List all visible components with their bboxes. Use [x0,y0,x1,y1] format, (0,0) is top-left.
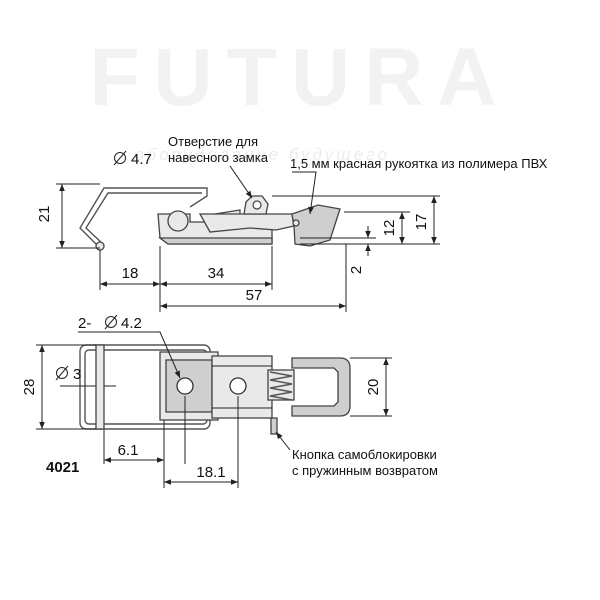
dim-holes-diameter-value: 4.2 [121,315,142,332]
dim-length-6-1: 6.1 [118,442,139,459]
dim-wire-diameter-3: 3 [55,365,116,387]
note-button-line1: Кнопка самоблокировки [292,447,437,462]
leader-handle [292,171,317,215]
dim-length-18-1: 18.1 [196,464,225,481]
side-handle [291,204,341,247]
dim-height-2: 2 [348,266,365,274]
side-dimensions: 21 18 34 57 2 12 17 4 [36,134,548,312]
leader-padlock [229,165,253,199]
note-handle: 1,5 мм красная рукоятка из полимера ПВХ [290,156,548,171]
side-pivot [167,210,189,232]
dim-holes-count: 2- [78,315,91,332]
side-handle-pin [292,219,300,227]
side-wire-loop [79,187,208,247]
dim-wire-diameter-value: 3 [73,366,81,383]
top-view [79,344,351,435]
side-padlock-hole [252,200,262,210]
top-wire-bar [95,344,105,430]
dim-hole-diameter-value: 4.7 [131,151,152,168]
model-number: 4021 [46,459,79,476]
watermark-brand: FUTURA [89,32,510,123]
side-wire-loop-inner [85,192,202,246]
side-body-plate [158,237,273,245]
dim-length-34: 34 [208,265,225,282]
side-view [79,187,341,251]
side-wire-end [95,241,105,251]
mounting-hole-right [229,377,247,395]
self-lock-button [270,417,278,435]
watermark-tagline: оборудование будущего [134,145,390,164]
dim-height-21: 21 [36,206,53,223]
note-padlock-hole-line1: Отверстие для [168,134,258,149]
spring [267,369,295,401]
note-button-line2: с пружинным возвратом [292,463,438,478]
leader-button [275,431,291,451]
dim-width-20: 20 [365,379,382,396]
dim-length-18: 18 [122,265,139,282]
note-padlock-hole-line2: навесного замка [168,150,269,165]
dim-holes-2x-4-2: 2- 4.2 [78,314,181,379]
dim-width-28: 28 [21,379,38,396]
dim-height-12: 12 [381,220,398,237]
dim-hole-diameter-4-7: 4.7 [113,150,152,168]
dim-length-57: 57 [246,287,263,304]
dim-height-17: 17 [413,214,430,231]
top-handle [291,357,351,417]
top-dimensions: 28 20 3 2- 4.2 6.1 18 [21,314,438,488]
mounting-hole-left [176,377,194,395]
